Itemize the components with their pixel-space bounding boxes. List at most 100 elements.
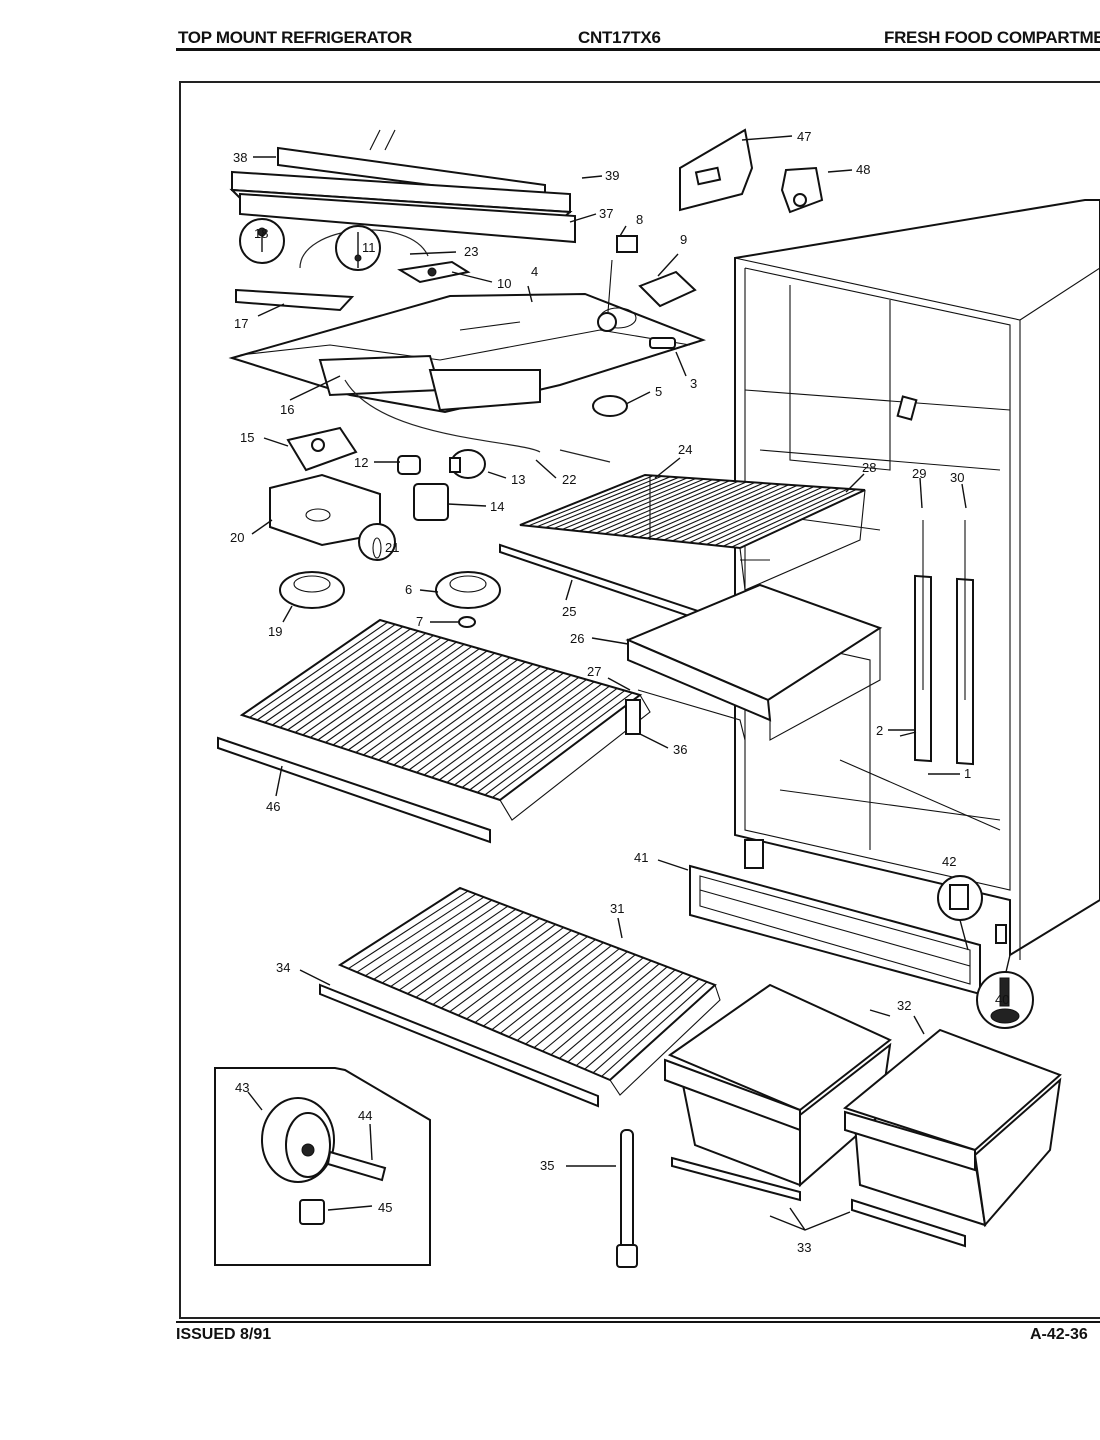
shelf-bracket-36 bbox=[625, 699, 641, 735]
callout-39: 39 bbox=[605, 168, 619, 183]
shelf-wire bbox=[431, 674, 572, 778]
shelf-wire bbox=[438, 676, 580, 781]
light-tube-35 bbox=[616, 1129, 638, 1268]
shelf-wire bbox=[461, 683, 603, 788]
callout-48: 48 bbox=[856, 162, 870, 177]
shelf-wire bbox=[525, 954, 636, 1045]
switch-48 bbox=[780, 166, 824, 214]
shelf-wire bbox=[484, 690, 626, 796]
shelf-wire bbox=[398, 908, 517, 991]
shelf-wire bbox=[390, 905, 509, 988]
shelf-wire bbox=[272, 628, 411, 726]
callout-18: 18 bbox=[254, 226, 268, 241]
wire-shelf-24-28 bbox=[519, 473, 866, 591]
shelf-wire bbox=[592, 978, 700, 1074]
shelf-wire bbox=[553, 476, 680, 530]
crisper-drawer-right bbox=[842, 1028, 1062, 1228]
shelf-wire bbox=[317, 641, 457, 741]
crisper-drawer-left bbox=[664, 983, 892, 1188]
header-model-number: CNT17TX6 bbox=[578, 28, 661, 47]
shelf-wire bbox=[393, 663, 534, 766]
drawer-seals-33 bbox=[671, 1156, 966, 1248]
callout-29: 29 bbox=[912, 466, 926, 481]
light-bulb-13 bbox=[449, 449, 486, 479]
shelf-wire bbox=[542, 960, 652, 1052]
bracket-47 bbox=[679, 128, 754, 212]
shelf-wire bbox=[466, 933, 580, 1020]
shelf-wire bbox=[714, 487, 840, 546]
wire-shelf-46 bbox=[239, 618, 651, 821]
shelf-wire bbox=[595, 479, 722, 534]
shelf-wire bbox=[469, 685, 610, 791]
shelf-wire bbox=[562, 477, 688, 530]
callout-17: 17 bbox=[234, 316, 248, 331]
callout-28: 28 bbox=[862, 460, 876, 475]
shelf-wire bbox=[381, 902, 501, 984]
callout-13: 13 bbox=[511, 472, 525, 487]
callout-27: 27 bbox=[587, 664, 601, 679]
callout-3: 3 bbox=[690, 376, 697, 391]
shelf-wire bbox=[629, 481, 756, 538]
damper-plate-10 bbox=[397, 260, 471, 284]
air-diffuser-37 bbox=[239, 192, 576, 244]
shelf-wire bbox=[705, 487, 832, 545]
shelf-wire bbox=[365, 896, 485, 977]
diagram-frame bbox=[179, 81, 1100, 1319]
wire-harness-22 bbox=[344, 379, 541, 453]
shelf-wire bbox=[423, 672, 564, 776]
crisper-pan-26 bbox=[625, 583, 883, 741]
callout-20: 20 bbox=[230, 530, 244, 545]
shelf-wire bbox=[492, 692, 633, 798]
callout-6: 6 bbox=[405, 582, 412, 597]
shelf-wire bbox=[604, 480, 730, 535]
callout-46: 46 bbox=[266, 799, 280, 814]
callout-25: 25 bbox=[562, 604, 576, 619]
shelf-wire bbox=[325, 643, 465, 743]
shelf-wire bbox=[424, 917, 541, 1002]
shelf-wire bbox=[570, 477, 696, 531]
header-section-title: FRESH FOOD COMPARTMEN bbox=[884, 28, 1100, 47]
shelf-wire bbox=[601, 981, 708, 1077]
callout-22: 22 bbox=[562, 472, 576, 487]
callout-24: 24 bbox=[678, 442, 692, 457]
shelf-wire bbox=[449, 926, 564, 1013]
callout-37: 37 bbox=[599, 206, 613, 221]
control-housing bbox=[228, 292, 707, 414]
callout-43: 43 bbox=[235, 1080, 249, 1095]
shelf-support-rail-29 bbox=[914, 520, 932, 763]
leader-lines bbox=[247, 135, 1011, 1231]
header-rule bbox=[176, 48, 1100, 51]
shelf-wire bbox=[516, 951, 628, 1041]
shelf-wire bbox=[612, 480, 739, 536]
shelf-wire bbox=[491, 942, 604, 1031]
shelf-wire bbox=[415, 914, 533, 998]
shelf-wire bbox=[373, 899, 493, 980]
shelf-wire bbox=[294, 634, 434, 733]
light-cover-17 bbox=[235, 218, 429, 312]
switch-14 bbox=[413, 483, 449, 521]
callout-23: 23 bbox=[464, 244, 478, 259]
shelf-trim-34 bbox=[319, 983, 599, 1108]
callout-38: 38 bbox=[233, 150, 247, 165]
callout-42: 42 bbox=[942, 854, 956, 869]
wire-segment bbox=[559, 449, 611, 463]
callout-12: 12 bbox=[354, 455, 368, 470]
shelf-wire bbox=[536, 475, 663, 528]
shelf-wire bbox=[378, 659, 518, 761]
roller-wheel-43 bbox=[261, 1097, 335, 1183]
thermostat-knob-8 bbox=[597, 235, 638, 332]
washer-7 bbox=[458, 616, 476, 628]
callout-labels: 38 39 37 8 9 18 11 23 10 4 17 3 16 5 15 … bbox=[230, 129, 1009, 1255]
shelf-support-rail-30 bbox=[956, 520, 974, 766]
shelf-wire bbox=[279, 630, 419, 728]
shelf-wire bbox=[356, 893, 477, 973]
shelf-wire bbox=[370, 657, 511, 758]
callout-10: 10 bbox=[497, 276, 511, 291]
callout-47: 47 bbox=[797, 129, 811, 144]
shelf-wire bbox=[499, 945, 612, 1034]
shelf-wire bbox=[638, 482, 764, 538]
shelf-wire bbox=[579, 478, 705, 532]
shelf-wire bbox=[722, 488, 849, 547]
shelf-wire bbox=[440, 923, 556, 1009]
